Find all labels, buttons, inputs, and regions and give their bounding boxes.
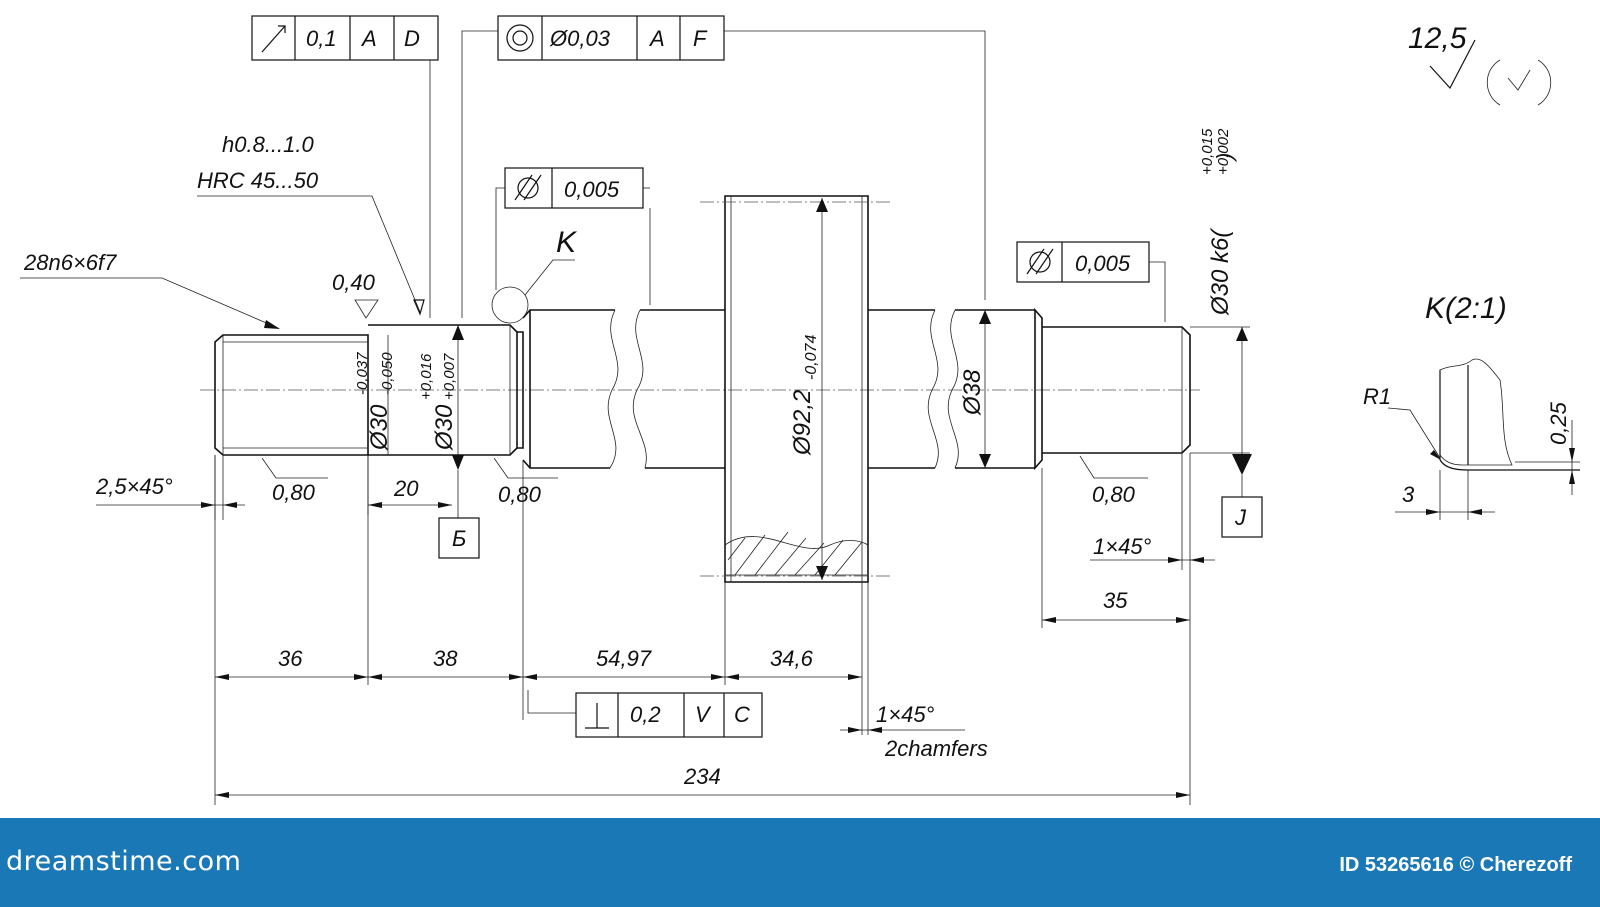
dia30-journal-upper: +0,016 <box>418 353 435 400</box>
gdt-concentric-frame: Ø0,03 A F <box>461 15 986 318</box>
dia30-thread-main: Ø30 <box>366 404 393 451</box>
cylindricity-icon <box>1026 248 1054 275</box>
dim-overall: 234 <box>215 764 1190 798</box>
footer-bar: dreamstime.com ID 53265616 © Cherezoff <box>0 818 1600 907</box>
footer-logo[interactable]: dreamstime.com <box>6 846 242 877</box>
dim-len-35: 35 <box>1041 468 1190 628</box>
dia30-journal-main: Ø30 <box>431 404 458 451</box>
roughness-040-value: 0,40 <box>332 270 376 295</box>
detail-k-view: K(2:1) R1 3 0,25 <box>1363 292 1580 520</box>
datum-j-letter: J <box>1234 505 1247 530</box>
footer-credit: ID 53265616 © Cherezoff <box>1339 854 1572 876</box>
roughness-080-3-value: 0,80 <box>1092 482 1136 507</box>
datum-b-letter: Б <box>452 526 466 551</box>
gdt-perp-datum-v: V <box>695 702 712 727</box>
dim-36: 36 <box>278 646 303 671</box>
gdt-runout-frame: 0,1 A D <box>251 15 439 318</box>
dia38-text: Ø38 <box>959 369 986 416</box>
dia30-k6-upper: +0,015 <box>1199 128 1216 175</box>
overall-length-text: 234 <box>683 764 721 789</box>
detail-k-marker: K <box>491 226 578 324</box>
gdt-cylindricity-frame-2: 0,005 <box>1016 241 1166 322</box>
dim-dia38: Ø38 <box>959 310 991 468</box>
chamfer-gear-line1: 1×45° <box>876 702 935 727</box>
chamfer-right-text: 1×45° <box>1093 534 1152 559</box>
gdt-cyl1-value: 0,005 <box>564 177 620 202</box>
gdt-perp-datum-c: C <box>734 702 750 727</box>
roughness-080-1-value: 0,80 <box>272 480 316 505</box>
gdt-runout-datum-d: D <box>404 26 420 51</box>
surface-finish-value: 12,5 <box>1408 22 1467 55</box>
dim-dia30-journal: Ø30 +0,016 +0,007 <box>418 325 464 470</box>
dia30-thread-upper: -0,037 <box>354 352 371 395</box>
concentricity-icon <box>506 24 534 52</box>
dia30-thread-lower: -0,050 <box>379 352 396 395</box>
gdt-perp-value: 0,2 <box>630 702 661 727</box>
detail-025: 0,25 <box>1546 401 1571 445</box>
dia30-k6-main: Ø30 k6( <box>1207 227 1234 316</box>
roughness-080-3: 0,80 <box>1079 455 1148 507</box>
roughness-080-2: 0,80 <box>493 457 558 507</box>
dia30-journal-lower: +0,007 <box>441 353 458 400</box>
dim-dia30-thread: Ø30 -0,037 -0,050 <box>354 335 396 455</box>
roughness-080-1: 0,80 <box>261 457 328 505</box>
dia92-lower: -0,074 <box>803 335 820 380</box>
datum-j-box: J <box>1221 475 1263 538</box>
roughness-040: 0,40 <box>332 270 379 319</box>
gdt-runout-datum-a: A <box>360 26 377 51</box>
spline-label: 28n6×6f7 <box>20 250 280 329</box>
dim-chain-bottom: 36 38 54,97 34,6 <box>214 455 1191 805</box>
circular-runout-icon <box>261 25 286 53</box>
datum-b-box: Б <box>438 470 480 559</box>
gdt-perpendicularity-frame: 0,2 V C <box>527 690 763 738</box>
dim-len-20: 20 <box>367 455 452 515</box>
len-35-text: 35 <box>1103 588 1128 613</box>
detail-r1: R1 <box>1363 384 1391 409</box>
roughness-080-2-value: 0,80 <box>498 482 542 507</box>
chamfer-left-text: 2,5×45° <box>95 474 173 499</box>
dia30-k6-close: ) <box>1212 153 1237 163</box>
dim-dia30-k6: Ø30 k6( +0,015 +0,002 ) <box>1190 128 1252 475</box>
detail-3: 3 <box>1402 482 1415 507</box>
len-20-text: 20 <box>393 476 419 501</box>
gdt-cylindricity-frame-1: 0,005 <box>495 167 651 305</box>
spline-text: 28n6×6f7 <box>23 250 117 275</box>
chamfer-right: 1×45° <box>1090 453 1215 570</box>
gdt-runout-value: 0,1 <box>306 26 337 51</box>
engineering-drawing: 0,1 A D Ø0,03 A F 0,005 <box>20 15 1580 805</box>
cylindricity-icon <box>514 174 542 201</box>
hardening-line1: h0.8...1.0 <box>222 132 315 157</box>
shaft-outline <box>200 195 1200 583</box>
surface-finish-symbol: 12,5 <box>1408 22 1551 106</box>
dim-34-6: 34,6 <box>770 646 814 671</box>
dia92-main: Ø92,2 <box>789 390 816 456</box>
dia30-k6-lower: +0,002 <box>1215 128 1232 175</box>
detail-k-letter: K <box>556 226 578 259</box>
hardening-line2: HRC 45...50 <box>197 168 319 193</box>
hardening-note: h0.8...1.0 HRC 45...50 <box>197 132 425 316</box>
gdt-concentric-value: Ø0,03 <box>549 26 611 51</box>
gdt-concentric-datum-a: A <box>648 26 665 51</box>
gdt-concentric-datum-f: F <box>693 26 708 51</box>
chamfer-left: 2,5×45° <box>95 455 245 520</box>
dim-dia92: Ø92,2 -0,074 <box>789 198 828 580</box>
dim-54-97: 54,97 <box>596 646 652 671</box>
chamfer-gear: 1×45° 2chamfers <box>840 702 988 761</box>
perpendicularity-icon <box>585 703 609 729</box>
chamfer-gear-line2: 2chamfers <box>884 736 988 761</box>
detail-k-title: K(2:1) <box>1425 292 1507 325</box>
gdt-cyl2-value: 0,005 <box>1075 251 1131 276</box>
dim-38: 38 <box>433 646 458 671</box>
